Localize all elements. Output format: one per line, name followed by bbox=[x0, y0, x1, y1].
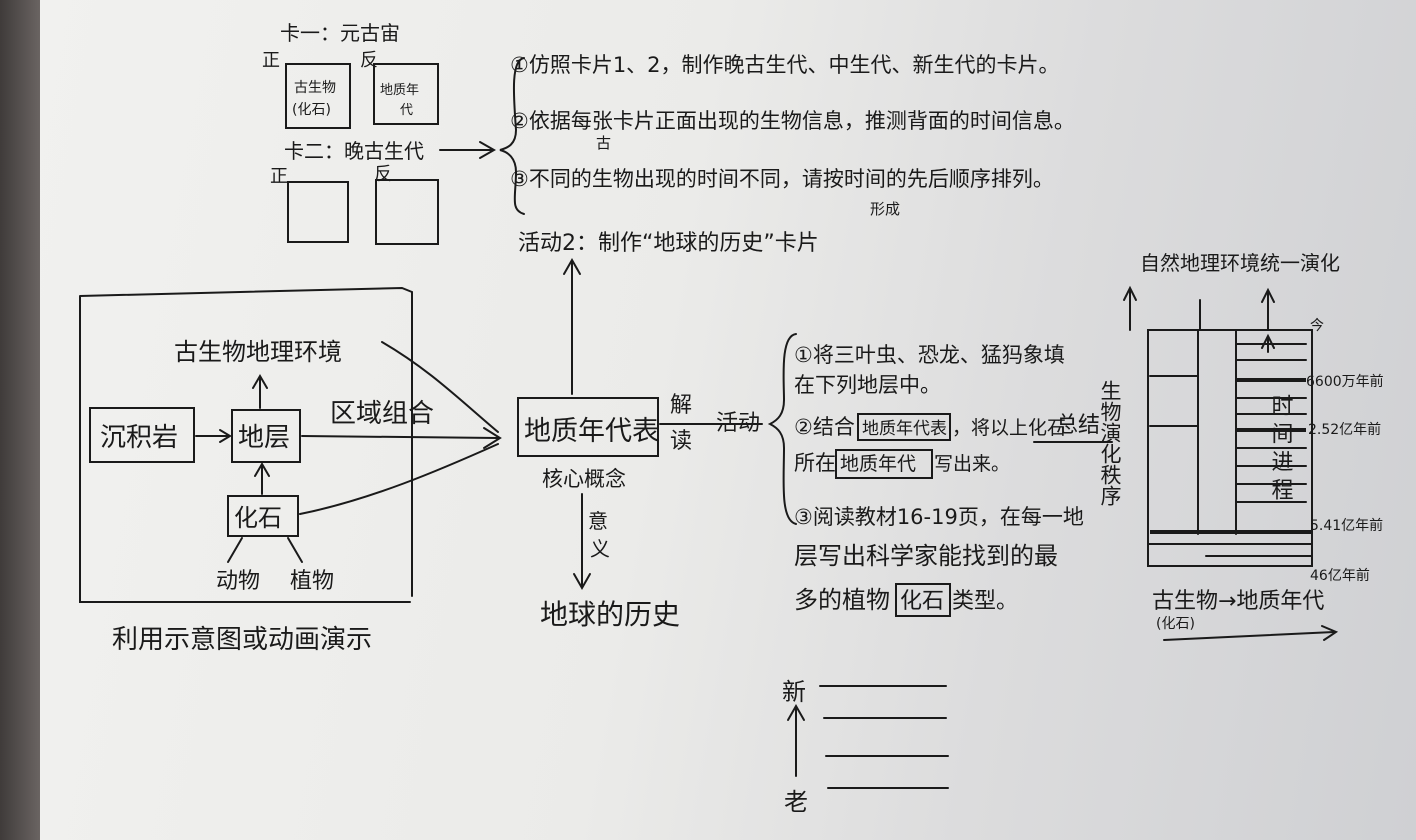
step-three: ③不同的生物出现的时间不同，请按时间的先后顺序排列。 bbox=[510, 167, 1054, 191]
interpret-char-2: 读 bbox=[670, 429, 692, 454]
sedimentary-rock-box bbox=[89, 407, 195, 463]
card-one-front-label: 正 bbox=[262, 50, 280, 71]
geologic-timescale-box bbox=[517, 397, 659, 457]
tick-66ma: 6600万年前 bbox=[1306, 373, 1384, 390]
card-one-back-label: 反 bbox=[360, 50, 378, 71]
card-to-steps-arrowhead bbox=[479, 141, 497, 159]
timeline-old-label: 老 bbox=[784, 788, 808, 816]
tick-252ma: 2.52亿年前 bbox=[1308, 421, 1381, 438]
evolution-title: 自然地理环境统一演化 bbox=[1140, 251, 1340, 275]
top-marker: 今 bbox=[1310, 318, 1324, 334]
activity-two-label: 活动2：制作“地球的历史”卡片 bbox=[518, 231, 819, 256]
process-label-text: 时间进程 bbox=[1268, 394, 1294, 506]
strata-to-env-arrowhead bbox=[252, 374, 268, 389]
card-one-title: 卡一：元古宙 bbox=[280, 21, 400, 45]
steps-brace bbox=[499, 57, 525, 215]
activity-item-3-line-2: 层写出科学家能找到的最 bbox=[794, 542, 1058, 570]
animals-arrow bbox=[227, 537, 243, 563]
activity-item-2-line-2-post: 写出来。 bbox=[934, 453, 1010, 475]
left-axis-label-text: 生物演化秩序 bbox=[1098, 380, 1122, 506]
card-one-front-text-2: (化石) bbox=[292, 102, 331, 118]
bottom-label: 古生物→地质年代 bbox=[1152, 589, 1324, 614]
activity-label: 活动 bbox=[716, 411, 760, 436]
process-arrowhead bbox=[1261, 333, 1275, 349]
diagram-canvas: 卡一：元古宙 正 反 古生物 (化石) 地质年 代 卡二：晚古生代 正 反 ①仿… bbox=[79, 21, 1384, 816]
env-to-core-arrow bbox=[381, 341, 499, 433]
animals-label: 动物 bbox=[216, 569, 260, 594]
fossil-label: 化石 bbox=[234, 504, 282, 532]
tick-4600ma: 46亿年前 bbox=[1310, 567, 1370, 584]
activity-item-2-pre: ②结合 bbox=[794, 415, 855, 439]
interpret-char-1: 解 bbox=[670, 393, 692, 418]
card-one-back-text-2: 代 bbox=[400, 103, 413, 118]
earth-history-label: 地球的历史 bbox=[540, 598, 680, 631]
column-arrow-2-head bbox=[1261, 287, 1275, 303]
notebook-page: 卡一：元古宙 正 反 古生物 (化石) 地质年 代 卡二：晚古生代 正 反 ①仿… bbox=[40, 0, 1416, 840]
core-to-history-arrowhead bbox=[573, 573, 591, 591]
activity-item-2-line-2-pre: 所在 bbox=[794, 451, 836, 475]
fossil-highlight-box bbox=[895, 583, 951, 617]
core-input-arrowhead bbox=[483, 427, 502, 449]
card-one-front-box bbox=[285, 63, 351, 129]
activity-brace bbox=[767, 333, 797, 525]
bottom-axis-arrowhead bbox=[1321, 625, 1339, 641]
card-one-front-text-1: 古生物 bbox=[294, 80, 336, 96]
tick-541ma: 5.41亿年前 bbox=[1310, 517, 1383, 534]
precambrian-base bbox=[1147, 543, 1313, 567]
left-axis-arrowhead bbox=[1123, 285, 1137, 301]
strata-label: 地层 bbox=[238, 423, 290, 453]
summary-label: 总结 bbox=[1056, 413, 1100, 438]
activity-item-3-line-3-post: 类型。 bbox=[952, 589, 1018, 614]
card-two-title: 卡二：晚古生代 bbox=[284, 139, 424, 163]
step-two-insert: 古 bbox=[596, 134, 611, 152]
meaning-char-1: 意 bbox=[588, 509, 608, 533]
plants-label: 植物 bbox=[290, 569, 334, 594]
meaning-char-2: 义 bbox=[590, 537, 610, 561]
step-one: ①仿照卡片1、2，制作晚古生代、中生代、新生代的卡片。 bbox=[510, 53, 1060, 77]
timeline-arrowhead bbox=[787, 703, 805, 721]
fossil-to-strata-arrowhead bbox=[254, 462, 270, 477]
activity-item-1-line-1: ①将三叶虫、恐龙、猛犸象填 bbox=[794, 343, 1065, 367]
desk-edge bbox=[0, 0, 40, 840]
timeline-new-label: 新 bbox=[782, 678, 806, 706]
activity-item-3-line-3-pre: 多的植物 bbox=[794, 586, 890, 614]
activity-item-2-line-2-boxed: 地质年代 bbox=[840, 453, 916, 475]
paleo-environment: 古生物地理环境 bbox=[174, 338, 342, 366]
strata-box bbox=[231, 409, 301, 463]
left-axis-label: 生物演化秩序 bbox=[1098, 380, 1122, 506]
card-two-back-box bbox=[375, 179, 439, 245]
strata-to-core-arrow bbox=[301, 435, 499, 439]
geologic-era-highlight-box bbox=[835, 449, 933, 479]
card-one-back-box bbox=[373, 63, 439, 125]
card-two-front-label: 正 bbox=[270, 166, 288, 187]
core-concept-label: 核心概念 bbox=[542, 467, 626, 491]
bottom-axis-arrow bbox=[1163, 631, 1335, 641]
rock-to-strata-arrowhead bbox=[219, 429, 232, 443]
activity-item-3-line-1: ③阅读教材16-19页，在每一地 bbox=[794, 505, 1084, 529]
plants-arrow bbox=[287, 537, 303, 563]
activity-item-2-post: ，将以上化石 bbox=[952, 417, 1066, 439]
geologic-timescale-label: 地质年代表 bbox=[524, 416, 659, 447]
activity-item-3-line-3-boxed: 化石 bbox=[900, 589, 944, 614]
fossil-to-core-arrow bbox=[299, 443, 499, 515]
fossil-box bbox=[227, 495, 299, 537]
sedimentary-rock-label: 沉积岩 bbox=[100, 423, 178, 453]
bottom-sublabel: (化石) bbox=[1156, 616, 1195, 632]
activity-item-1-line-2: 在下列地层中。 bbox=[794, 373, 941, 397]
card-one-back-text-1: 地质年 bbox=[380, 83, 419, 98]
step-three-insert: 形成 bbox=[870, 200, 900, 218]
demo-caption: 利用示意图或动画演示 bbox=[112, 625, 372, 655]
activity-item-2-boxed: 地质年代表 bbox=[862, 419, 947, 439]
card-two-front-box bbox=[287, 181, 349, 243]
demo-box-frame bbox=[79, 286, 413, 603]
core-to-activity2-arrowhead bbox=[563, 257, 581, 275]
regional-combo-label: 区域组合 bbox=[330, 399, 434, 429]
timescale-highlight-box bbox=[857, 413, 951, 441]
process-label: 时间进程 bbox=[1268, 394, 1294, 506]
step-two: ②依据每张卡片正面出现的生物信息，推测背面的时间信息。 bbox=[510, 109, 1075, 133]
